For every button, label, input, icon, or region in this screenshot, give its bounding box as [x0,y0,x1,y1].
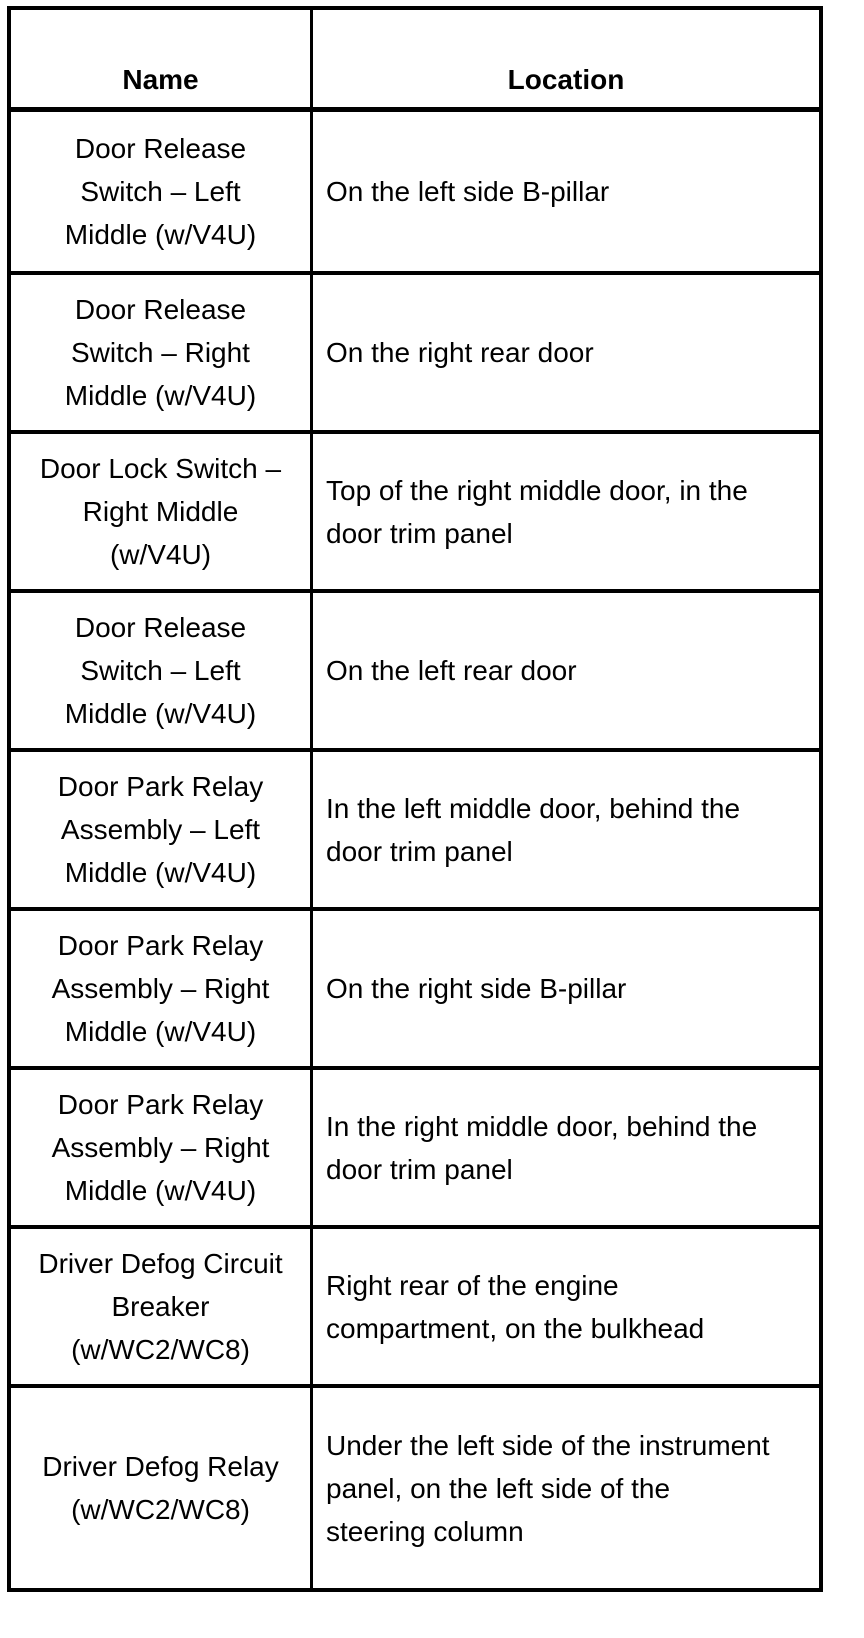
table-row: Driver Defog Relay (w/WC2/WC8) Under the… [11,1384,819,1588]
table-row: Door Park Relay Assembly – Left Middle (… [11,748,819,907]
component-location-cell: In the right middle door, behind the doo… [326,1110,758,1185]
table-row: Door Release Switch – Left Middle (w/V4U… [11,112,819,271]
table-row: Door Park Relay Assembly – Right Middle … [11,1066,819,1225]
column-header-name: Name [11,10,313,107]
component-location-cell: On the left rear door [326,655,577,686]
component-location-cell: In the left middle door, behind the door… [326,792,741,867]
component-name-cell: Driver Defog Circuit Breaker (w/WC2/WC8) [11,1229,313,1384]
table-row: Door Release Switch – Right Middle (w/V4… [11,271,819,430]
column-header-location: Location [507,64,625,95]
table-row: Door Park Relay Assembly – Right Middle … [11,907,819,1066]
table-row: Door Lock Switch – Right Middle (w/V4U) … [11,430,819,589]
component-location-cell: Top of the right middle door, in the doo… [326,474,748,549]
table-row: Driver Defog Circuit Breaker (w/WC2/WC8)… [11,1225,819,1384]
table-row: Door Release Switch – Left Middle (w/V4U… [11,589,819,748]
component-name-cell: Driver Defog Relay (w/WC2/WC8) [11,1388,313,1588]
table-header-row: Name Location [11,10,819,112]
component-location-cell: Under the left side of the instrument pa… [326,1429,770,1547]
component-name-cell: Door Release Switch – Right Middle (w/V4… [11,275,313,430]
component-location-cell: On the right side B-pillar [326,973,627,1004]
component-name-cell: Door Release Switch – Left Middle (w/V4U… [11,112,313,271]
component-name-cell: Door Park Relay Assembly – Right Middle … [11,911,313,1066]
component-location-cell: On the left side B-pillar [326,176,610,207]
component-name-cell: Door Park Relay Assembly – Left Middle (… [11,752,313,907]
component-name-cell: Door Release Switch – Left Middle (w/V4U… [11,593,313,748]
component-name-cell: Door Lock Switch – Right Middle (w/V4U) [11,434,313,589]
component-location-cell: Right rear of the engine compartment, on… [326,1269,705,1344]
component-location-table: Name Location Door Release Switch – Left… [7,6,823,1592]
component-name-cell: Door Park Relay Assembly – Right Middle … [11,1070,313,1225]
component-location-cell: On the right rear door [326,337,594,368]
document-page: Name Location Door Release Switch – Left… [7,6,823,1592]
